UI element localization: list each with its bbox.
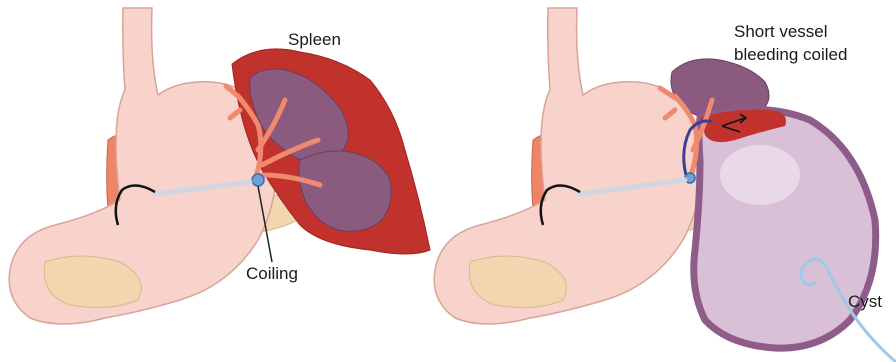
pseudocyst xyxy=(694,109,876,348)
left-panel xyxy=(9,8,430,324)
coil-marker xyxy=(252,174,264,186)
cyst-highlight xyxy=(720,145,800,205)
label-coiling: Coiling xyxy=(246,264,298,284)
label-short-vessel-line1: Short vessel xyxy=(734,22,828,42)
label-cyst: Cyst xyxy=(848,292,882,312)
label-short-vessel-line2: bleeding coiled xyxy=(734,45,847,65)
label-spleen: Spleen xyxy=(288,30,341,50)
